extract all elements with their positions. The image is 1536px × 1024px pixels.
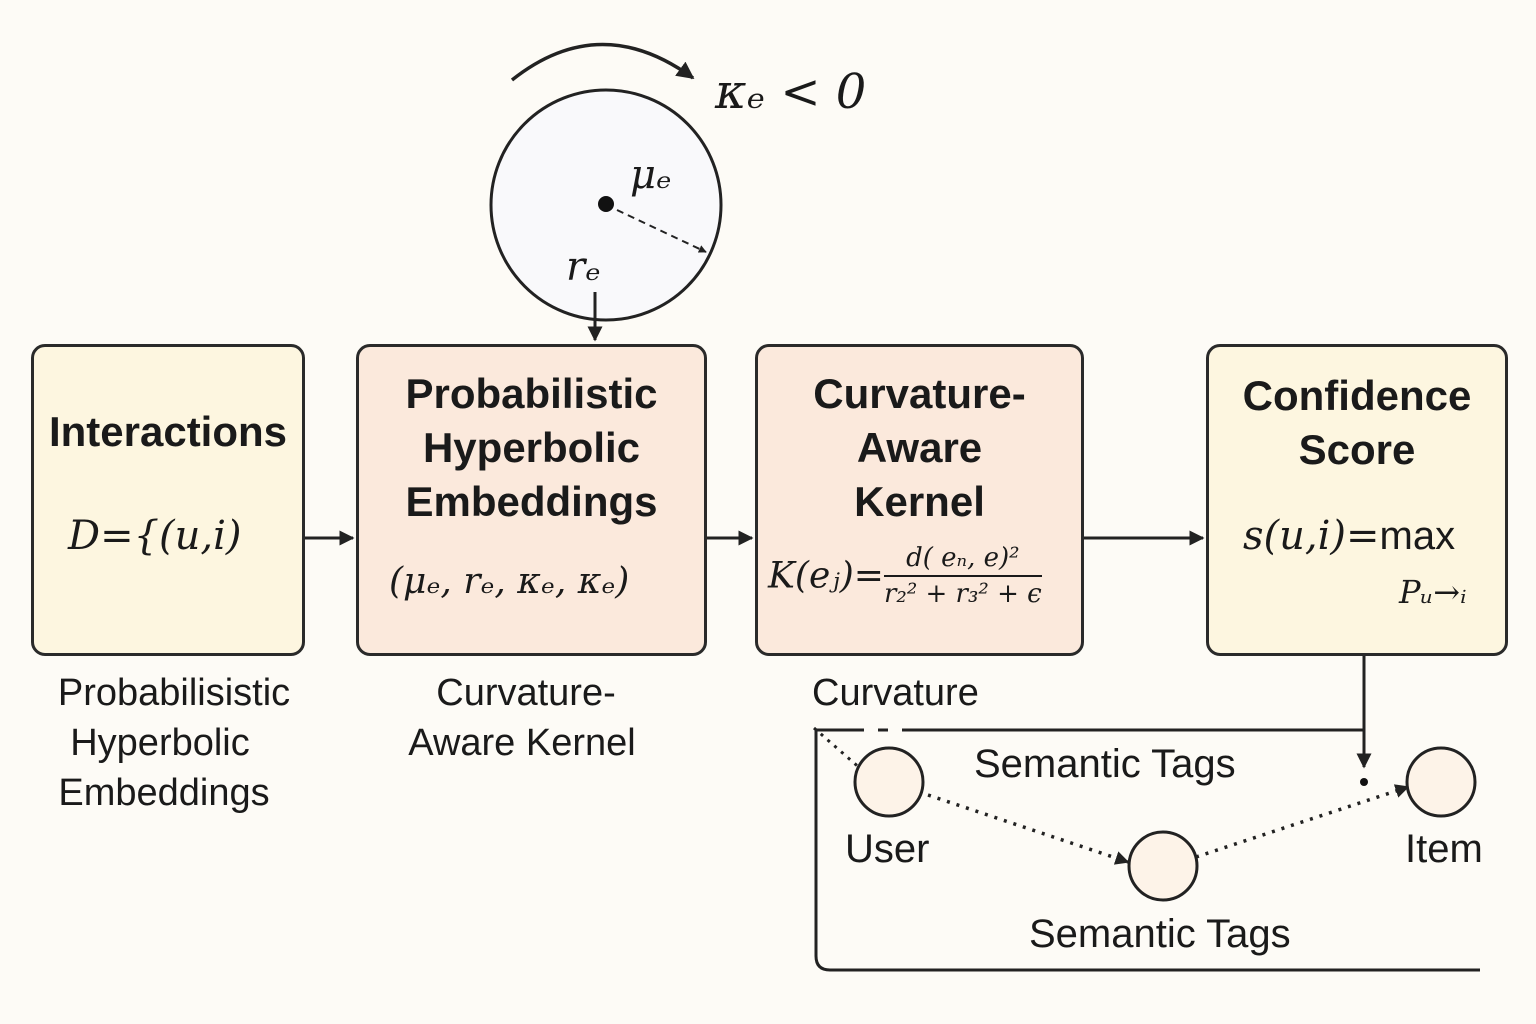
caption-under-embeddings-line-1: Curvature- <box>436 672 616 714</box>
confidence-title-line-1: Confidence <box>1242 372 1472 419</box>
mean-label: μₑ <box>630 152 672 198</box>
interactions-title: Interactions <box>48 408 288 455</box>
interactions-box: Interactions D={(u,i) <box>31 344 305 656</box>
embeddings-box: Probabilistic Hyperbolic Embeddings (μₑ,… <box>356 344 707 656</box>
embeddings-title-line-3: Embeddings <box>405 478 658 525</box>
dotted-link-corner <box>813 726 863 772</box>
item-node <box>1405 746 1477 818</box>
user-node <box>853 746 925 818</box>
user-label: User <box>845 827 930 871</box>
item-label: Item <box>1405 827 1483 871</box>
semantic-tag-node <box>1127 830 1199 902</box>
caption-under-interactions-line-3: Embeddings <box>58 772 270 814</box>
caption-under-interactions-line-2: Hyperbolic <box>70 722 250 764</box>
graph-panel-frame <box>814 728 1480 972</box>
semantic-tags-bottom-label: Semantic Tags <box>1029 912 1291 956</box>
dotted-link-user-to-tag <box>927 793 1130 865</box>
confidence-formula-lhs: s(u,i)= <box>1243 513 1380 559</box>
confidence-formula: s(u,i)=max <box>1243 513 1455 559</box>
interactions-formula: D={(u,i) <box>68 513 242 559</box>
kernel-box: Curvature- Aware Kernel K(eⱼ)=d( eₙ, e)²… <box>755 344 1084 656</box>
dotted-link-tag-to-item <box>1195 784 1410 859</box>
rotation-arrow <box>510 42 695 82</box>
junction-dot <box>1360 778 1368 786</box>
caption-under-interactions-line-1: Probabilisistic <box>57 672 291 714</box>
kernel-formula-lhs: K(eⱼ)= <box>768 555 884 597</box>
kernel-formula-numerator: d( eₙ, e)² <box>883 543 1042 577</box>
caption-under-kernel: Curvature <box>812 672 979 714</box>
confidence-box: Confidence Score s(u,i)=max Pᵤ→ᵢ <box>1206 344 1508 656</box>
mean-point <box>598 196 614 212</box>
semantic-tags-top-label: Semantic Tags <box>974 742 1236 786</box>
radius-label: rₑ <box>566 244 601 290</box>
confidence-formula-max: max <box>1379 514 1456 558</box>
embeddings-title-line-2: Hyperbolic <box>422 424 641 471</box>
caption-under-embeddings-line-2: Aware Kernel <box>408 722 636 764</box>
embeddings-formula: (μₑ, rₑ, κₑ, κₑ) <box>389 561 630 602</box>
radius-dashed-arrow <box>616 209 707 253</box>
curvature-formula: κₑ < 0 <box>715 64 867 120</box>
kernel-title-line-2: Aware <box>856 424 983 471</box>
embeddings-title-line-1: Probabilistic <box>405 370 658 417</box>
kernel-title-line-1: Curvature- <box>813 370 1026 417</box>
kernel-title-line-3: Kernel <box>854 478 985 525</box>
confidence-formula-sub: Pᵤ→ᵢ <box>1399 573 1467 611</box>
confidence-title-line-2: Score <box>1298 426 1416 473</box>
kernel-formula-denominator: r₂² + r₃² + ϵ <box>883 579 1042 609</box>
